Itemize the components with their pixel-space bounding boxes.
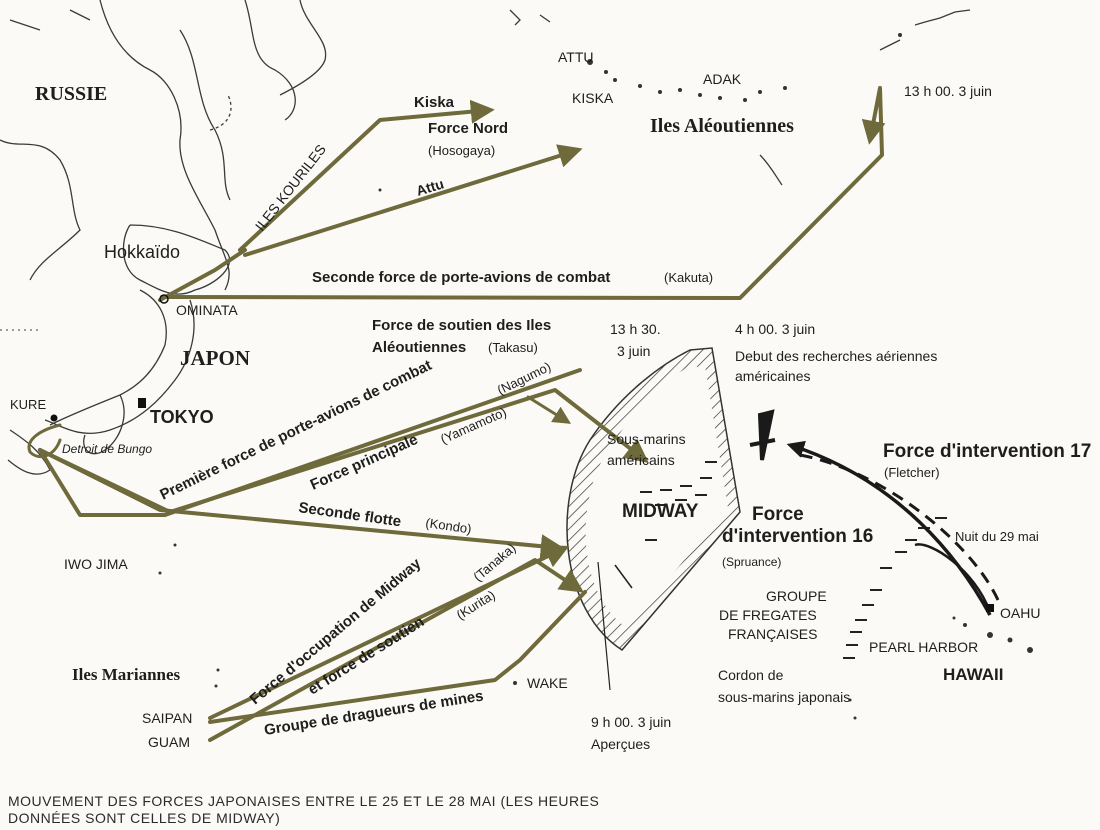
task-force-16-commander: (Spruance) xyxy=(722,555,781,569)
region-hawaii: HAWAII xyxy=(943,665,1003,684)
place-adak: ADAK xyxy=(703,71,742,87)
submarine-markers xyxy=(640,461,947,659)
region-hokkaido: Hokkaïdo xyxy=(104,242,180,262)
region-marianas: Iles Mariannes xyxy=(72,665,181,684)
time-0400: 4 h 00. 3 juin xyxy=(735,321,815,337)
night-29-may: Nuit du 29 mai xyxy=(955,529,1039,544)
minesweeper-group-label: Groupe de dragueurs de mines xyxy=(263,687,485,738)
task-force-16-label-2: d'intervention 16 xyxy=(722,526,873,547)
place-pearl-harbor: PEARL HARBOR xyxy=(869,639,978,655)
map-caption: Mouvement des forces japonaises entre le… xyxy=(8,793,908,827)
japanese-cordon-1: Cordon de xyxy=(718,667,784,683)
second-carrier-force-commander: (Kakuta) xyxy=(664,270,713,285)
time-0900: 9 h 00. 3 juin xyxy=(591,714,671,730)
american-routes xyxy=(597,409,1000,691)
caption-line-1: Mouvement des forces japonaises entre le… xyxy=(8,793,600,809)
place-ominata: OMINATA xyxy=(176,302,238,318)
region-japan: JAPON xyxy=(180,346,250,370)
place-saipan: SAIPAN xyxy=(142,710,192,726)
force-attu-label: Attu xyxy=(414,175,445,198)
sighted-label: Aperçues xyxy=(591,736,650,752)
place-oahu: OAHU xyxy=(1000,605,1040,621)
place-kure: KURE xyxy=(10,397,46,412)
task-force-17-commander: (Fletcher) xyxy=(884,465,940,480)
us-submarines-1: Sous-marins xyxy=(607,431,686,447)
japanese-cordon-2: sous-marins japonais xyxy=(718,689,850,705)
island-dots xyxy=(158,33,1033,720)
second-carrier-force-label: Seconde force de porte-avions de combat xyxy=(312,269,610,286)
first-carrier-force-label: Première force de porte-avions de combat xyxy=(157,357,434,504)
coastlines xyxy=(0,0,971,475)
us-submarines-2: américains xyxy=(607,452,675,468)
pearl-harbor-marker xyxy=(986,604,994,612)
us-search-sector xyxy=(566,347,741,651)
search-start-2: américaines xyxy=(735,368,810,384)
place-bungo: Detroit de Bungo xyxy=(62,442,152,456)
place-wake: WAKE xyxy=(527,675,568,691)
frigates-2: DE FREGATES xyxy=(719,607,817,623)
place-midway: MIDWAY xyxy=(622,501,699,522)
frigates-1: GROUPE xyxy=(766,588,827,604)
search-start-1: Debut des recherches aériennes xyxy=(735,348,937,364)
aleutian-support-label-2: Aléoutiennes xyxy=(372,339,466,356)
second-fleet-commander: (Kondo) xyxy=(425,515,473,536)
force-nord-commander: (Hosogaya) xyxy=(428,143,495,158)
task-force-17-marker xyxy=(749,409,776,461)
caption-line-2: données sont celles de Midway) xyxy=(8,810,281,826)
place-markers xyxy=(50,294,994,612)
tokyo-marker xyxy=(138,398,146,408)
time-1300: 13 h 00. 3 juin xyxy=(904,83,992,99)
aleutian-support-commander: (Takasu) xyxy=(488,340,538,355)
task-force-16-label-1: Force xyxy=(752,504,804,525)
place-attu: ATTU xyxy=(558,49,594,65)
region-russia: RUSSIE xyxy=(35,83,107,105)
region-kuriles: ILES KOURILES xyxy=(252,141,329,234)
kure-marker xyxy=(50,414,58,422)
place-tokyo: TOKYO xyxy=(150,407,214,427)
japanese-routes xyxy=(27,86,886,742)
place-kiska: KISKA xyxy=(572,90,614,106)
place-iwo-jima: IWO JIMA xyxy=(64,556,128,572)
force-kiska-label: Kiska xyxy=(414,94,455,111)
support-force-label: et force de soutien xyxy=(305,613,427,698)
region-aleutians: Iles Aléoutiennes xyxy=(650,115,794,137)
task-force-17-label: Force d'intervention 17 xyxy=(883,441,1091,462)
ominata-marker xyxy=(159,294,169,304)
occupation-force-commander: (Tanaka) xyxy=(470,540,518,584)
aleutian-support-label-1: Force de soutien des Iles xyxy=(372,317,551,334)
time-1330-b: 3 juin xyxy=(617,343,650,359)
time-1330-a: 13 h 30. xyxy=(610,321,661,337)
force-nord-label: Force Nord xyxy=(428,120,508,137)
place-guam: GUAM xyxy=(148,734,190,750)
frigates-3: FRANÇAISES xyxy=(728,626,817,642)
